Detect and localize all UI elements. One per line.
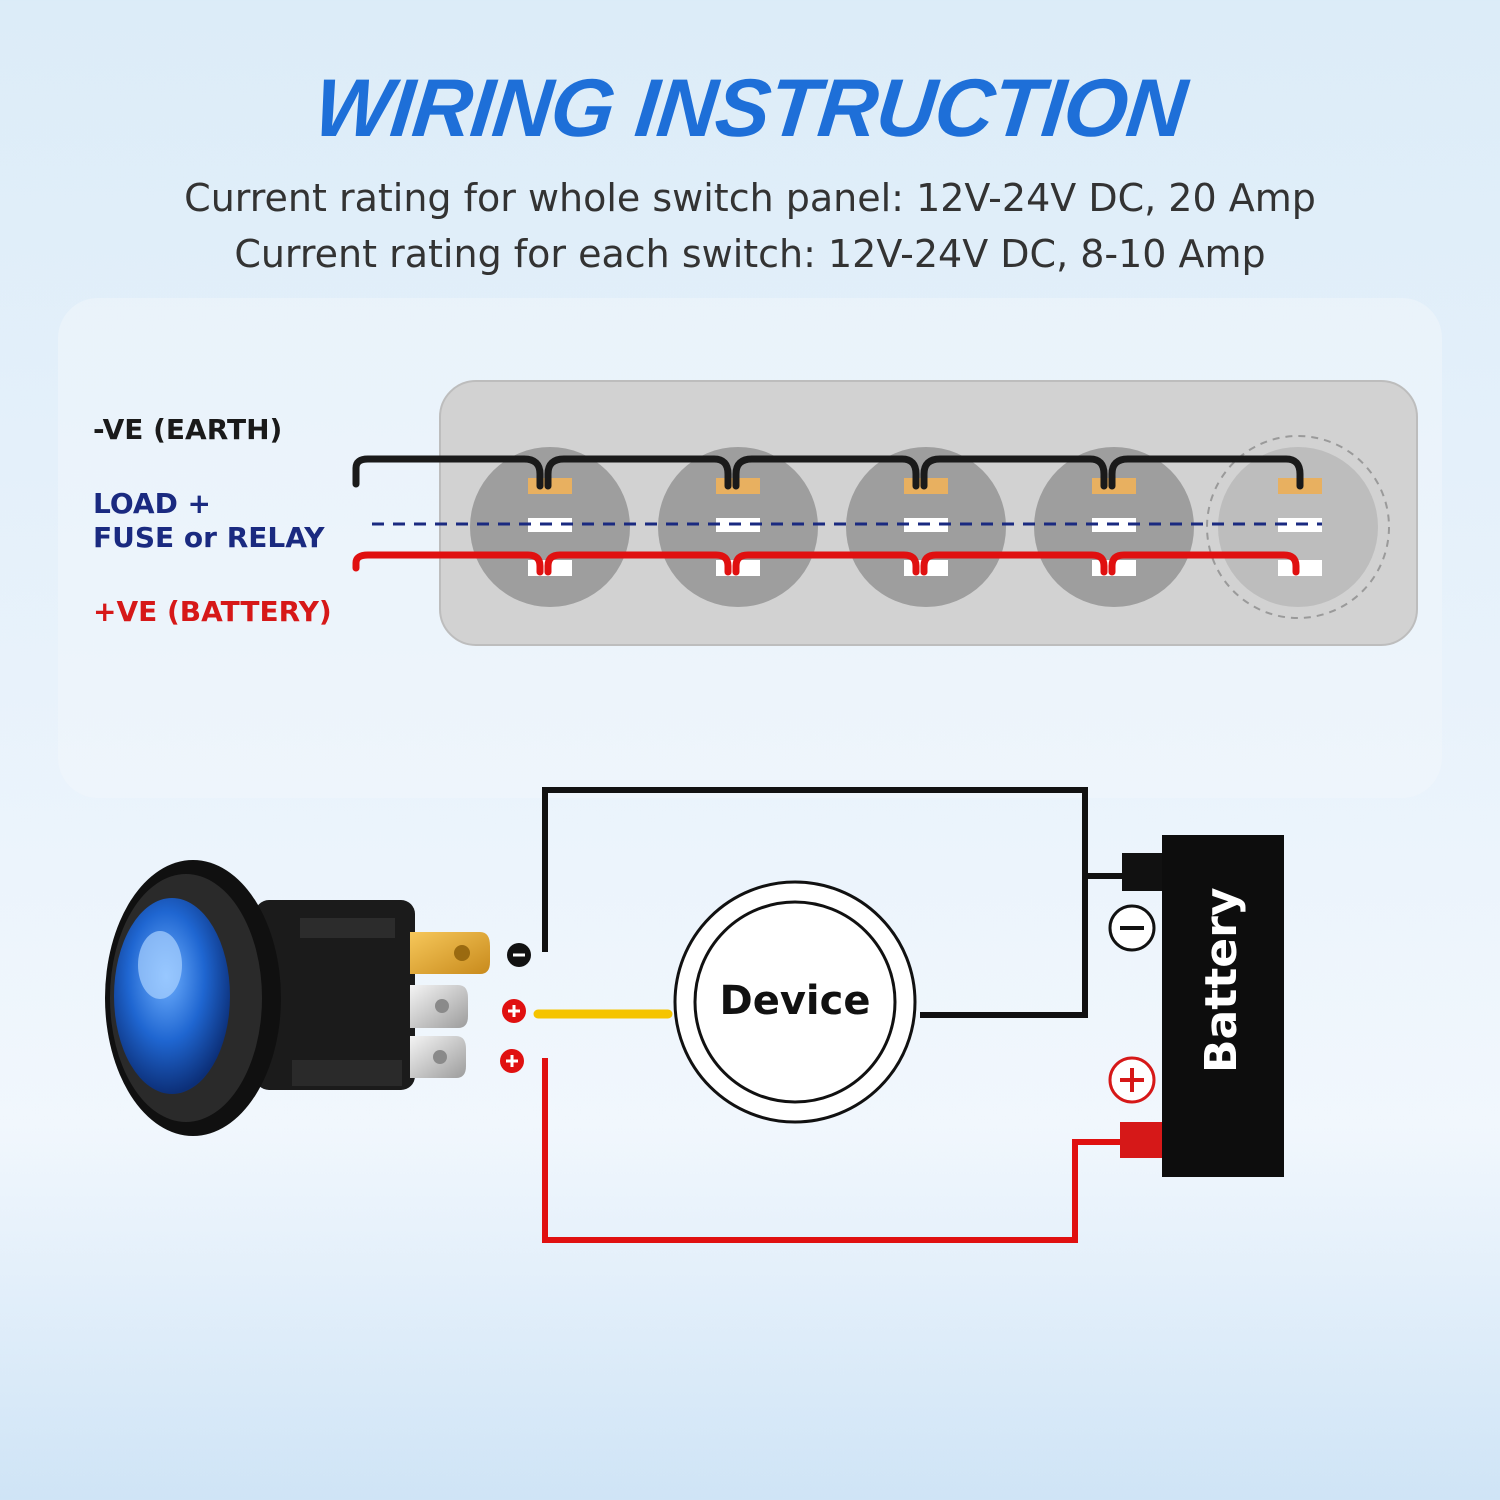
battery-plus-icon — [1108, 1056, 1156, 1104]
device-label: Device — [719, 978, 871, 1024]
device — [673, 880, 917, 1124]
power-wire — [542, 1058, 1122, 1243]
earth-wire-label: -VE (EARTH) — [93, 413, 283, 446]
switch-minus-icon — [507, 943, 531, 967]
fuse-relay-label: FUSE or RELAY — [93, 521, 325, 554]
battery-label: Battery — [1196, 887, 1247, 1073]
panel-current-rating: Current rating for whole switch panel: 1… — [184, 176, 1316, 220]
switch-cap — [114, 898, 230, 1094]
battery-negative-terminal — [1122, 853, 1162, 891]
battery-minus-icon — [1108, 904, 1156, 952]
switch-socket-5-outline — [1206, 435, 1390, 619]
switch-plus-icon-power — [500, 1049, 524, 1073]
switch-current-rating: Current rating for each switch: 12V-24V … — [234, 232, 1266, 276]
ground-wire — [542, 787, 1088, 1018]
switch-plus-icon-load — [502, 999, 526, 1023]
battery-jumper-wire — [352, 551, 1300, 576]
earth-jumper-wire — [352, 455, 1304, 490]
battery-wire-label: +VE (BATTERY) — [93, 595, 332, 628]
rocker-switch — [105, 860, 490, 1136]
battery — [1162, 835, 1284, 1177]
switch-tab-gold — [410, 932, 490, 974]
battery-positive-terminal — [1120, 1122, 1162, 1158]
load-wire-label: LOAD + — [93, 487, 212, 520]
